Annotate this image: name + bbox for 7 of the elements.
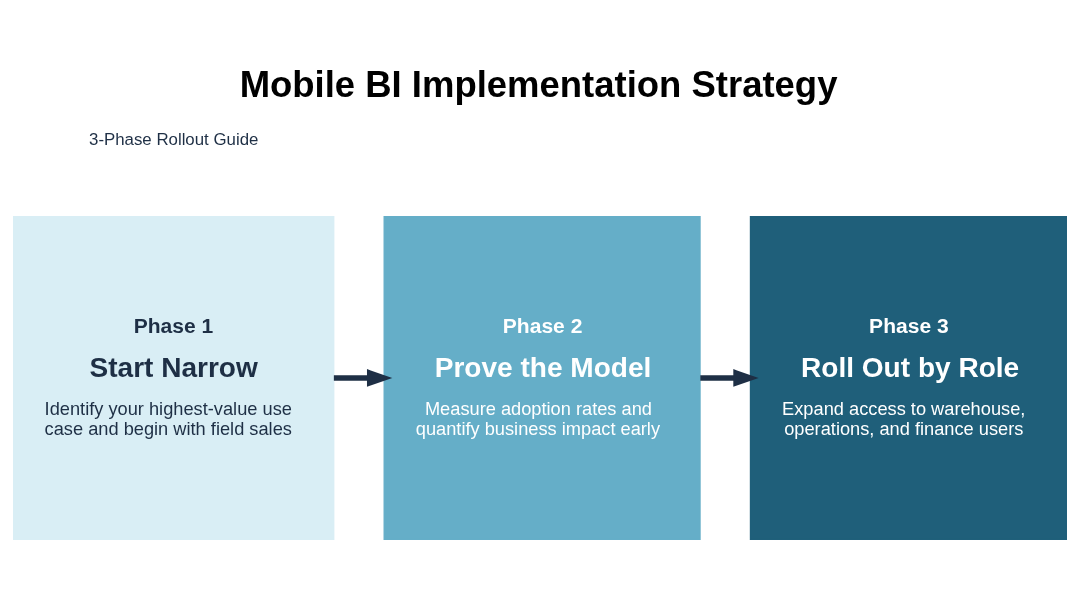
arrow [333,369,393,387]
label: 3-Phase Rollout Guide [89,130,259,150]
node-box: Phase 2 Prove the Model Measure adoption rates and quantify business impact early [383,215,701,541]
arrow [700,369,759,387]
node-box: Phase 1 Start Narrow Identify your highest-value use case and begin with field sales [13,215,335,541]
diagram-title: Mobile BI Implementation Strategy [239,64,838,106]
node-box: Phase 3 Roll Out by Role Expand access to warehouse, operations, and finance users [749,215,1067,541]
